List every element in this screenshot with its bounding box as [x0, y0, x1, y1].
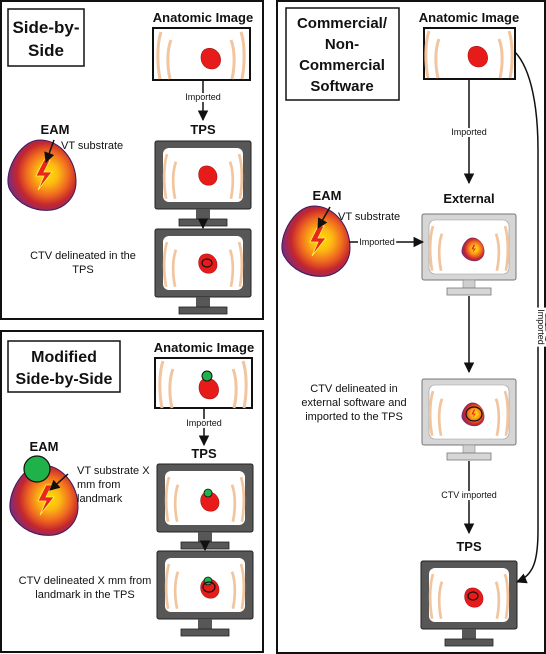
- eam-label-b: EAM: [30, 439, 59, 454]
- vt-pointer-c: [317, 206, 331, 229]
- title-box-commercial: [285, 7, 400, 101]
- eam-imported-label: Imported: [359, 237, 395, 247]
- anatomic-image-label-b: Anatomic Image: [154, 340, 254, 355]
- anatomic-image-c: [423, 27, 516, 80]
- imported-label-a: Imported: [185, 92, 221, 102]
- imported-label-b: Imported: [186, 418, 222, 428]
- eam-label-a: EAM: [41, 122, 70, 137]
- vt-substrate-label-a: VT substrate: [61, 140, 123, 152]
- ctv-caption-a-line2: TPS: [72, 264, 93, 276]
- tps-monitor-b: [156, 463, 254, 550]
- panel-modified-side-by-side: [0, 330, 264, 653]
- ctv-caption-c-line1: CTV delineated in: [310, 383, 397, 395]
- title-commercial-line4: Software: [310, 78, 373, 95]
- title-box-modified: [7, 340, 121, 393]
- landmark-marker: [23, 455, 51, 483]
- ctv-caption-c-line3: imported to the TPS: [305, 411, 403, 423]
- side-imported-label: Imported: [536, 309, 546, 345]
- title-side-by-side-line2: Side: [28, 41, 64, 60]
- panel-side-by-side: [0, 0, 264, 320]
- vt-pointer-a: [44, 139, 55, 163]
- tps-label-a: TPS: [190, 122, 216, 137]
- anatomic-image-label-a: Anatomic Image: [153, 10, 253, 25]
- external-label: External: [443, 191, 494, 206]
- tps-label-c: TPS: [456, 539, 482, 554]
- external-monitor: [421, 213, 517, 296]
- tps-monitor-a: [154, 140, 252, 227]
- vt-substrate-label-c: VT substrate: [338, 211, 400, 223]
- ctv-monitor-b: [156, 550, 254, 637]
- tps-label-b: TPS: [191, 446, 217, 461]
- ctv-caption-a-line1: CTV delineated in the: [30, 250, 136, 262]
- anatomic-image-b: [154, 357, 253, 410]
- arrow-anatomic-to-tps-side: [514, 51, 539, 584]
- ctv-caption-b-line2: landmark in the TPS: [35, 589, 134, 601]
- title-commercial-line2: Non-: [325, 36, 359, 53]
- vt-caption-b-line1: VT substrate X: [77, 465, 150, 477]
- panel-commercial-software: [276, 0, 546, 654]
- tps-monitor-c: [420, 560, 518, 647]
- anatomic-image-label-c: Anatomic Image: [419, 10, 519, 25]
- title-box-side-by-side: [7, 8, 85, 67]
- ctv-monitor-a: [154, 228, 252, 315]
- vt-caption-b-line2: mm from: [77, 479, 120, 491]
- title-modified-line2: Side-by-Side: [16, 371, 113, 388]
- ctv-caption-b-line1: CTV delineated X mm from: [19, 575, 152, 587]
- ctv-caption-c-line2: external software and: [301, 397, 406, 409]
- title-modified-line1: Modified: [31, 349, 97, 366]
- vt-pointer-b: [49, 473, 69, 491]
- eam-label-c: EAM: [313, 188, 342, 203]
- ctv-imported-label: CTV imported: [441, 490, 497, 500]
- title-commercial-line1: Commercial/: [297, 15, 388, 32]
- ctv-external-monitor: [421, 378, 517, 461]
- anatomic-image-a: [152, 27, 251, 81]
- imported-label-c: Imported: [451, 127, 487, 137]
- title-side-by-side-line1: Side-by-: [12, 18, 79, 37]
- vt-caption-b-line3: landmark: [77, 493, 123, 505]
- title-commercial-line3: Commercial: [299, 57, 385, 74]
